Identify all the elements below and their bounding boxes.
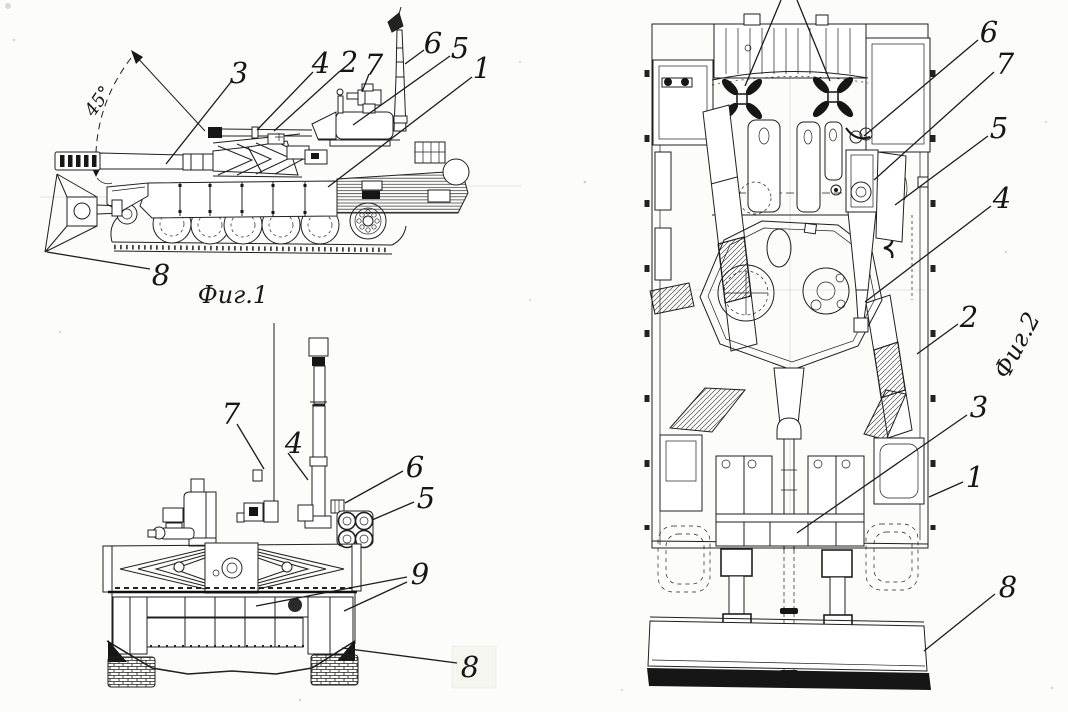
fig2-callout-3: 3 — [970, 390, 988, 424]
fig2-callout-labels: 6 7 5 4 2 3 1 8 — [959, 15, 1017, 604]
plow-bracket — [111, 199, 123, 217]
front-callout-5: 5 — [417, 481, 435, 515]
front-gunner-sight — [147, 478, 217, 547]
headlight — [288, 598, 302, 612]
turret-oval-port — [766, 228, 792, 268]
fig2-top-view: 6 7 5 4 2 3 1 8 Фиг.2 — [644, 0, 1046, 690]
fig2-side-armor-bands — [649, 104, 913, 441]
rear-box-right — [865, 37, 931, 153]
fig2-caption: Фиг.2 — [988, 308, 1046, 383]
front-hull — [106, 592, 359, 688]
front-telescoping-mast — [304, 337, 332, 529]
front-callout-4: 4 — [284, 426, 303, 460]
fig1-sensor-mast — [387, 6, 408, 132]
stowage-basket — [414, 141, 446, 164]
rear-box-left — [652, 59, 714, 146]
fig2-plow-arm-right — [821, 549, 853, 628]
front-whip-antenna — [252, 323, 279, 519]
skirt-bolts — [178, 184, 307, 214]
front-view: 7 4 6 5 9 8 — [102, 323, 497, 689]
front-callout-8: 8 — [461, 650, 479, 684]
front-center-cluster — [236, 500, 314, 523]
fig1-callout-8: 8 — [152, 258, 170, 292]
front-callout-7: 7 — [222, 397, 241, 431]
fig1-leader-lines — [46, 49, 473, 270]
fig1-callout-5: 5 — [451, 31, 469, 65]
deck-slats — [725, 28, 851, 74]
hatch-circle-right — [802, 267, 850, 315]
front-turret-band — [102, 542, 362, 594]
front-launcher-group — [330, 499, 374, 549]
turret-ring-rear — [711, 70, 869, 81]
muzzle-brake-slots — [60, 155, 97, 167]
fig2-callout-4: 4 — [992, 181, 1011, 215]
small-antenna — [337, 95, 344, 114]
fig2-callout-5: 5 — [990, 111, 1008, 145]
fig2-leader-lines — [796, 39, 996, 652]
fig1-callout-2: 2 — [339, 45, 358, 79]
fig1-side-view: 45° — [40, 6, 522, 309]
fig2-crew-panels — [712, 119, 868, 216]
fig2-callout-6: 6 — [980, 15, 998, 49]
fig1-callout-4: 4 — [311, 46, 330, 80]
front-leader-lines — [236, 423, 458, 664]
track-left — [107, 656, 156, 688]
fig2-mid-hull-panels — [659, 434, 925, 547]
front-callout-9: 9 — [411, 557, 429, 591]
chevrons-left — [119, 548, 206, 590]
chevrons-right — [257, 548, 345, 590]
fig2-mudguards — [657, 523, 919, 593]
paper-speckles — [5, 3, 1054, 702]
fig2-plow-arm-left — [720, 548, 753, 627]
fig1-caption: Фиг.1 — [198, 281, 268, 309]
fig1-coaxial-tube — [208, 126, 313, 139]
fig2-rear-deck — [652, 13, 931, 208]
rear-drum — [442, 158, 470, 186]
track-right — [310, 654, 359, 686]
fig1-turret — [311, 111, 400, 147]
cable-coil — [845, 127, 873, 144]
fig1-gun-barrel — [54, 140, 299, 176]
fig1-glacis-chevrons — [212, 133, 328, 178]
fig2-drone-leader — [744, 0, 831, 87]
fig1-mine-plow — [44, 173, 123, 253]
hull-panel-row-bottom — [184, 617, 304, 648]
hull-panel-row-top — [146, 596, 309, 618]
mast-top-sensor — [387, 12, 404, 33]
fig2-callout-8: 8 — [999, 570, 1017, 604]
fig1-callout-1: 1 — [473, 51, 491, 85]
fig1-callout-3: 3 — [230, 56, 248, 90]
fig2-callout-2: 2 — [959, 300, 978, 334]
fig1-callout-6: 6 — [424, 26, 442, 60]
paper-artifact — [451, 645, 497, 689]
front-callout-6: 6 — [406, 450, 424, 484]
fig2-callout-7: 7 — [996, 47, 1015, 81]
fig1-remote-weapon-station — [336, 83, 382, 114]
fig2-callout-1: 1 — [966, 460, 984, 494]
drone-right-quadcopter-icon — [812, 76, 854, 118]
fig1-engine-compartment — [336, 141, 470, 214]
fig1-hull-skirt — [106, 180, 338, 219]
drone-left-quadcopter-icon — [721, 78, 763, 120]
front-callout-labels: 7 4 6 5 9 8 — [222, 397, 479, 684]
fig2-launcher-container — [845, 127, 907, 333]
fig2-plow-blade — [647, 616, 931, 690]
fig1-callout-7: 7 — [365, 48, 384, 82]
fig2-turret — [699, 184, 883, 371]
fig1-callout-labels: 3 4 2 7 6 5 1 8 — [152, 26, 491, 292]
hatch-circle-left — [717, 264, 775, 322]
fig1-angle-label: 45° — [80, 82, 116, 121]
